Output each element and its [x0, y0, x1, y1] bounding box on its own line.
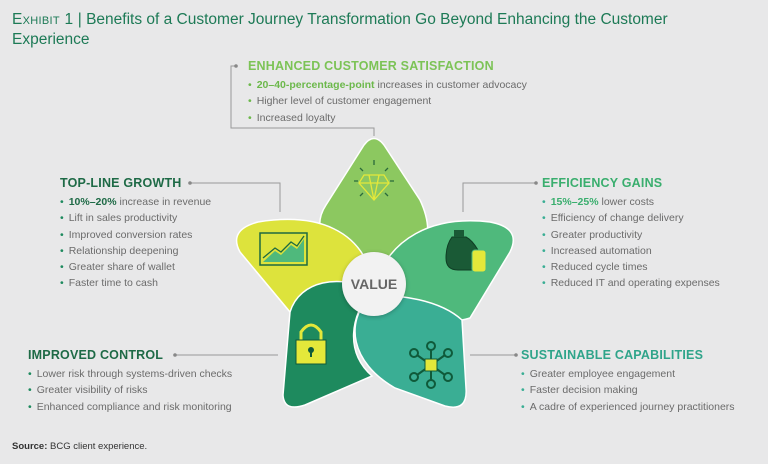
lock-icon — [295, 323, 327, 365]
list-item: 20–40-percentage-point increases in cust… — [248, 77, 527, 93]
exhibit-label: Exhibit 1 — [12, 11, 74, 28]
growth-chart-icon — [259, 232, 308, 266]
petal-control — [282, 280, 374, 408]
separator: | — [77, 11, 82, 28]
list-item: 10%–20% increase in revenue — [60, 194, 211, 210]
list-item: Faster time to cash — [60, 275, 211, 291]
satisfaction-block: ENHANCED CUSTOMER SATISFACTION 20–40-per… — [248, 59, 527, 126]
efficiency-block: EFFICIENCY GAINS 15%–25% lower costs Eff… — [542, 176, 720, 292]
control-heading: IMPROVED CONTROL — [28, 348, 164, 362]
list-item: Reduced IT and operating expenses — [542, 275, 720, 291]
list-item: Higher level of customer engagement — [248, 93, 527, 109]
growth-block: TOP-LINE GROWTH 10%–20% increase in reve… — [60, 176, 211, 292]
money-bag-icon — [445, 230, 487, 273]
source-note: Source: BCG client experience. — [12, 441, 148, 452]
list-item: 15%–25% lower costs — [542, 194, 720, 210]
efficiency-heading: EFFICIENCY GAINS — [542, 176, 663, 190]
list-item: Increased loyalty — [248, 110, 527, 126]
control-block: IMPROVED CONTROL Lower risk through syst… — [28, 348, 232, 415]
list-item: Improved conversion rates — [60, 227, 211, 243]
growth-heading: TOP-LINE GROWTH — [60, 176, 182, 190]
list-item: Efficiency of change delivery — [542, 210, 720, 226]
capabilities-block: SUSTAINABLE CAPABILITIES Greater employe… — [521, 348, 735, 415]
connector-efficiency — [462, 182, 536, 212]
value-center: VALUE — [342, 252, 406, 316]
diamond-icon — [354, 160, 394, 201]
list-item: Enhanced compliance and risk monitoring — [28, 399, 232, 415]
exhibit-title: Exhibit 1 | Benefits of a Customer Journ… — [12, 10, 712, 50]
connector-growth — [190, 182, 281, 212]
list-item: Reduced cycle times — [542, 259, 720, 275]
title-text: Benefits of a Customer Journey Transform… — [12, 11, 668, 48]
list-item: Greater share of wallet — [60, 259, 211, 275]
list-item: Lower risk through systems-driven checks — [28, 366, 233, 382]
list-item: Increased automation — [542, 243, 720, 259]
list-item: Faster decision making — [521, 382, 735, 398]
list-item: Greater productivity — [542, 227, 720, 243]
list-item: A cadre of experienced journey practitio… — [521, 399, 735, 415]
satisfaction-heading: ENHANCED CUSTOMER SATISFACTION — [248, 59, 494, 73]
list-item: Greater employee engagement — [521, 366, 735, 382]
list-item: Relationship deepening — [60, 243, 211, 259]
connector-satisfaction — [230, 65, 375, 136]
list-item: Greater visibility of risks — [28, 382, 232, 398]
list-item: Lift in sales productivity — [60, 210, 211, 226]
capabilities-heading: SUSTAINABLE CAPABILITIES — [521, 348, 704, 362]
network-cube-icon — [409, 341, 453, 389]
